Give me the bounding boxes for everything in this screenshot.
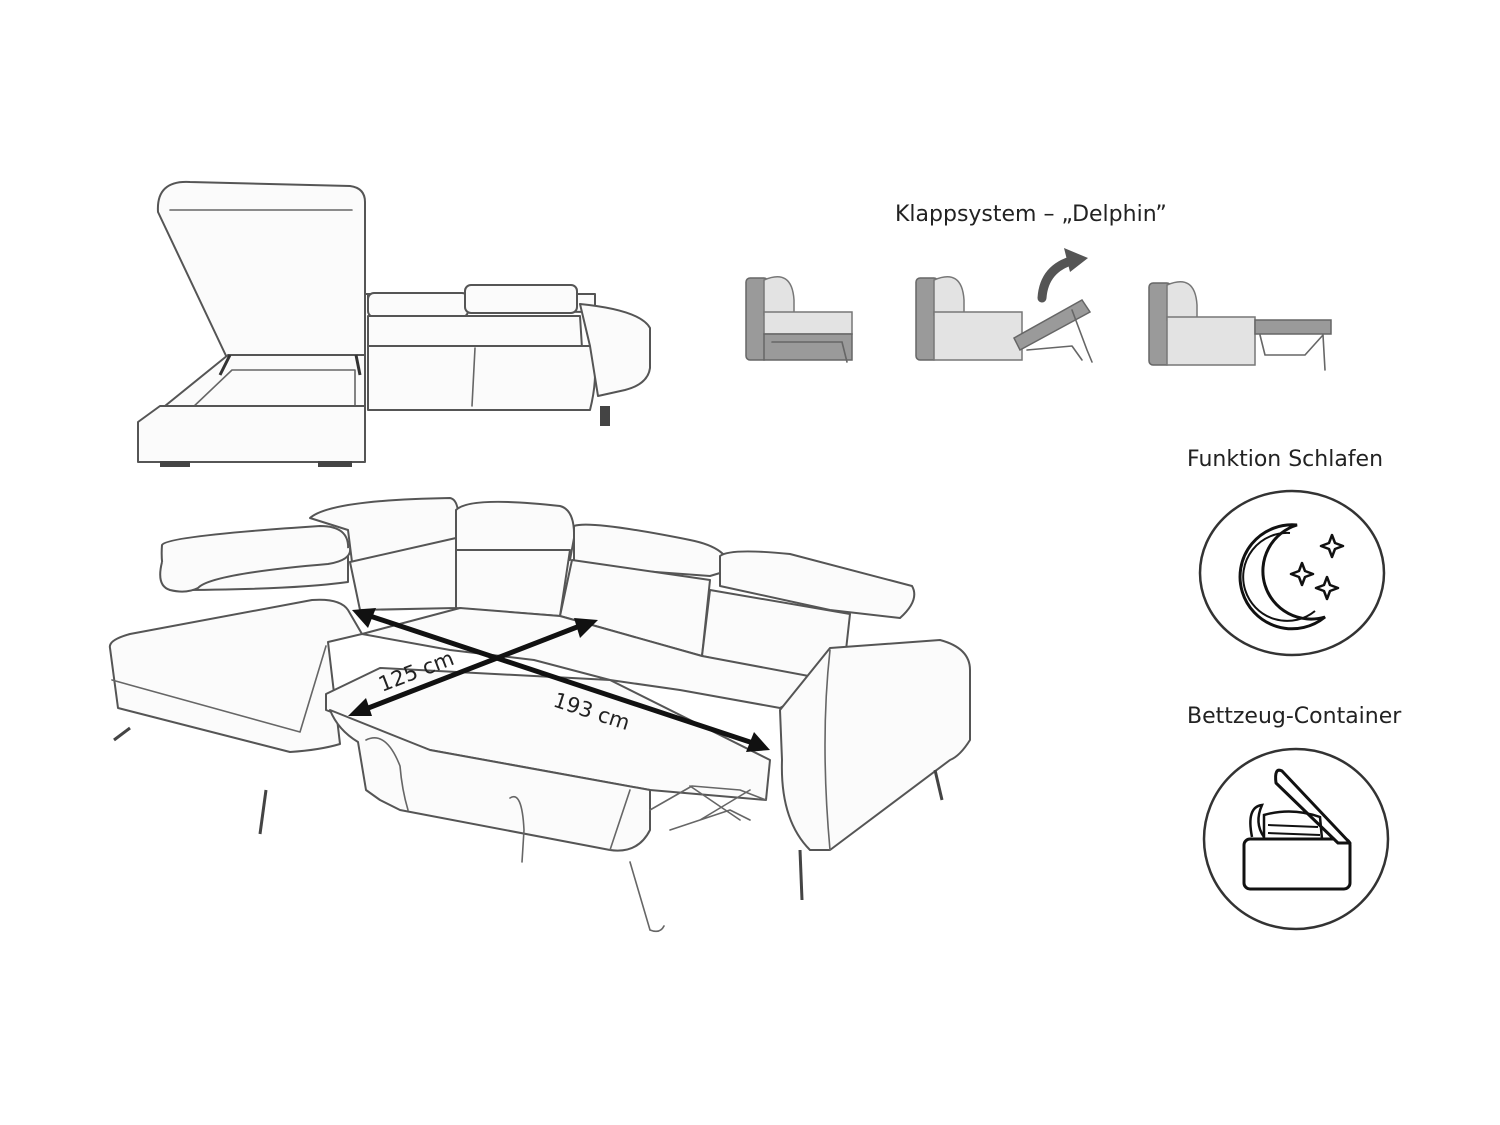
mechanism-step-1 (745, 276, 853, 363)
mechanism-step-2 (915, 248, 1093, 363)
mechanism-title: Klappsystem – „Delphin” (895, 202, 1167, 227)
storage-box-icon (1202, 747, 1390, 931)
moon-stars-icon (1198, 489, 1386, 657)
feature-sleep-label: Funktion Schlafen (1187, 447, 1384, 472)
sleeping-sofa-illustration: 125 cm 193 cm (108, 497, 971, 933)
dimension-arrows (348, 608, 770, 752)
mechanism-step-3 (1148, 281, 1332, 371)
feature-container-label: Bettzeug-Container (1187, 704, 1402, 729)
storage-sofa-illustration (137, 180, 651, 467)
